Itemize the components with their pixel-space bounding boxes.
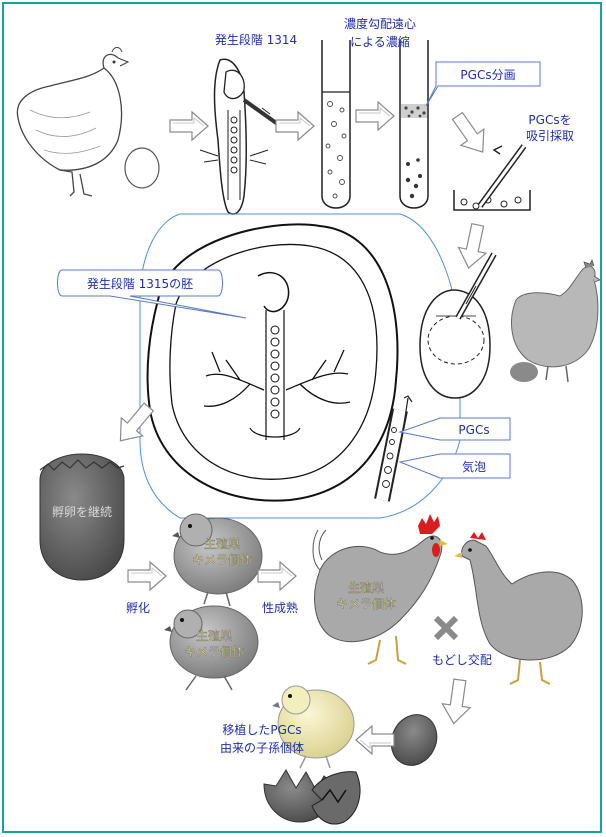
backcross-label: もどし交配 (432, 652, 492, 667)
pgcs-callout: PGCs (400, 418, 510, 440)
concentration-label-line1: 濃度勾配遠心 (344, 16, 416, 31)
embryo-icon (148, 224, 398, 500)
hatching-label: 孵化 (126, 601, 150, 615)
concentration-label-line2: による濃縮 (350, 34, 410, 49)
offspring-label-line2: 由来の子孫個体 (220, 741, 304, 755)
centrifuge-tube-icon (322, 40, 350, 208)
stage-1314-label: 発生段階 1314 (215, 32, 297, 47)
pgc-collect-label-line2: 吸引採取 (526, 129, 574, 143)
egg-icon (420, 290, 490, 398)
flow-arrow-icon (356, 726, 394, 754)
centrifuge-tube-icon (400, 40, 428, 208)
embryo-icon (200, 59, 286, 214)
egg-icon (510, 362, 538, 382)
chick-icon: 生殖巣 キメラ個体 (172, 514, 262, 606)
chimera-adult-label-line1: 生殖巣 (348, 580, 384, 595)
flow-arrow-icon (446, 108, 494, 160)
bubble-callout: 気泡 (400, 454, 510, 478)
chick-icon: 生殖巣 キメラ個体 (164, 606, 258, 690)
egg-icon (125, 148, 159, 188)
pgc-fraction-label: PGCs分画 (460, 68, 515, 82)
continue-incubation-label: 孵卵を継続 (52, 504, 112, 519)
flow-arrow-icon (170, 112, 208, 140)
chimera-chick-1-label-line2: キメラ個体 (192, 553, 252, 567)
stage-1315-label: 発生段階 1315の胚 (87, 276, 193, 291)
flow-arrow-icon (276, 112, 314, 140)
flow-arrow-icon (356, 102, 394, 130)
flow-arrow-icon (128, 562, 166, 590)
chimera-chick-2-label-line2: キメラ個体 (184, 645, 244, 659)
flow-arrow-icon (258, 562, 296, 590)
bubble-label: 気泡 (462, 459, 486, 474)
pgcs-label: PGCs (458, 423, 489, 437)
offspring-label-line1: 移植したPGCs (222, 722, 301, 737)
pgc-collect-label-line1: PGCsを (528, 113, 571, 127)
pgc-fraction-callout: PGCs分画 (426, 62, 540, 106)
flow-arrow-icon (440, 678, 474, 725)
chimera-chick-1-label-line1: 生殖巣 (204, 536, 240, 551)
rooster-icon: 生殖巣 キメラ個体 (313, 514, 448, 664)
broken-eggshell-icon (264, 770, 360, 824)
maturity-label: 性成熟 (262, 600, 298, 615)
egg-icon: 孵卵を継続 (40, 454, 124, 580)
chimera-adult-label-line2: キメラ個体 (336, 597, 396, 611)
chimera-chick-2-label-line1: 生殖巣 (196, 628, 232, 643)
hen-icon (17, 48, 128, 197)
cross-icon (436, 618, 456, 638)
